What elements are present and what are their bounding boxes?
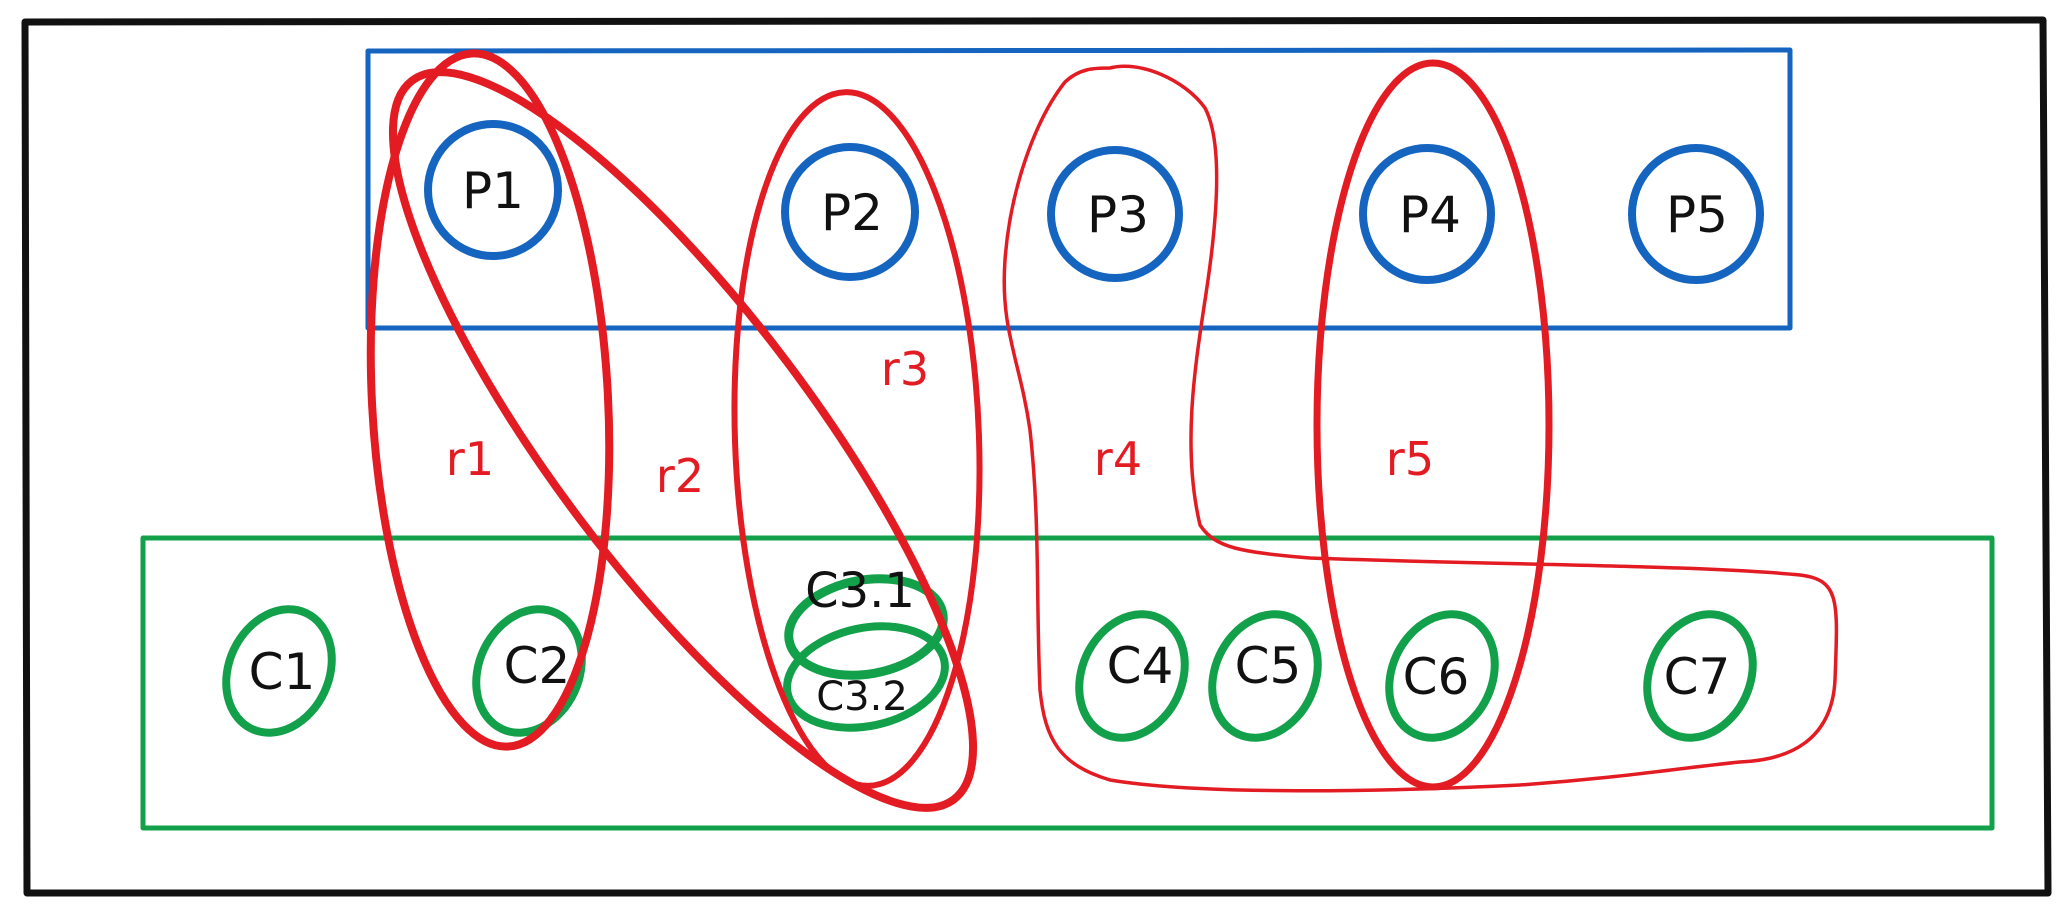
node-c2-label: C2: [504, 637, 571, 695]
child-labels: C1 C2 C3.1 C3.2 C4 C5 C6 C7: [249, 563, 1731, 720]
node-p3-label: P3: [1087, 186, 1149, 244]
relation-r1-loop[interactable]: [354, 47, 626, 752]
node-c1-ellipse[interactable]: [207, 592, 352, 750]
relation-r3-loop[interactable]: [723, 88, 991, 790]
node-c2-ellipse[interactable]: [457, 592, 602, 750]
node-c6-ellipse[interactable]: [1370, 597, 1515, 755]
node-p4-circle[interactable]: [1359, 144, 1495, 284]
node-c1-label: C1: [249, 643, 316, 701]
relation-r5-label: r5: [1386, 432, 1434, 486]
relation-r4-loop[interactable]: [1002, 64, 1839, 793]
relation-r3-label: r3: [881, 342, 929, 396]
node-c7-ellipse[interactable]: [1628, 597, 1773, 755]
relation-r2-label: r2: [656, 449, 704, 503]
relation-r1-label: r1: [446, 432, 494, 486]
relation-labels: r1 r2 r3 r4 r5: [446, 342, 1434, 503]
node-p2-circle[interactable]: [781, 143, 919, 281]
node-c4-ellipse[interactable]: [1060, 597, 1205, 755]
parent-nodes: [424, 120, 1764, 284]
node-p5-circle[interactable]: [1628, 144, 1764, 284]
child-nodes: [207, 567, 1773, 755]
node-c5-label: C5: [1235, 637, 1302, 695]
child-group-box: [140, 535, 1995, 831]
node-c6-label: C6: [1403, 648, 1470, 706]
parent-labels: P1 P2 P3 P4 P5: [462, 162, 1728, 244]
node-c5-ellipse[interactable]: [1193, 597, 1338, 755]
node-p3-circle[interactable]: [1047, 146, 1183, 282]
relation-r5-loop[interactable]: [1313, 59, 1553, 791]
node-c3-2-ellipse[interactable]: [778, 612, 955, 741]
node-p1-circle[interactable]: [424, 120, 562, 260]
relation-r2-loop[interactable]: [308, 2, 1057, 877]
node-p1-label: P1: [462, 162, 524, 220]
node-p2-label: P2: [821, 184, 883, 242]
node-c4-label: C4: [1107, 637, 1174, 695]
relation-r4-label: r4: [1094, 432, 1142, 486]
node-p5-label: P5: [1666, 186, 1728, 244]
node-c3-2-label: C3.2: [816, 674, 908, 720]
parent-group-box: [365, 47, 1793, 331]
outer-frame: [21, 16, 2052, 897]
relation-loops: [308, 2, 1839, 877]
node-c3-1-label: C3.1: [805, 563, 915, 619]
node-c7-label: C7: [1664, 648, 1731, 706]
node-c3-1-ellipse[interactable]: [781, 567, 951, 687]
node-p4-label: P4: [1399, 186, 1461, 244]
